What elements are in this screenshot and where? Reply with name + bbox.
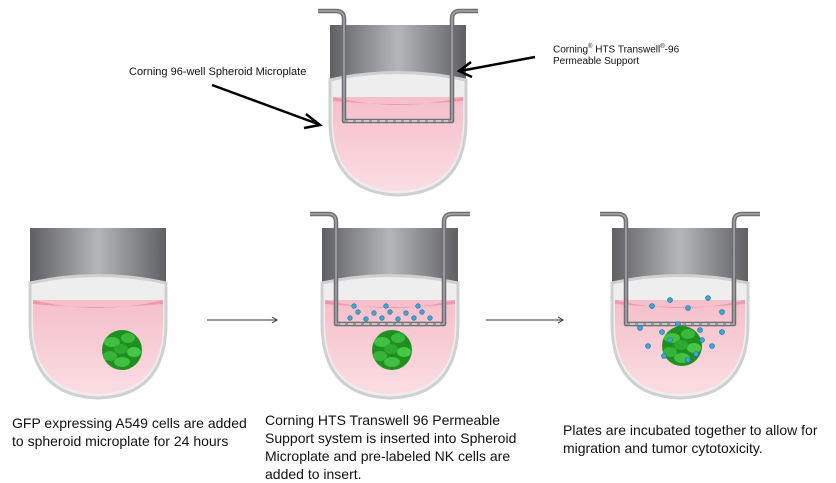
nk-cells xyxy=(347,303,433,322)
well-step-2 xyxy=(310,214,470,400)
nk-cells-migrated xyxy=(637,295,725,363)
registered-mark: ® xyxy=(588,44,593,50)
arrow-to-microplate xyxy=(211,83,323,130)
step-1-caption: GFP expressing A549 cells are added to s… xyxy=(12,415,247,449)
transwell-label-line2: Permeable Support xyxy=(553,56,640,68)
microplate-label: Corning 96-well Spheroid Microplate xyxy=(129,66,307,78)
transwell-label-format: -96 xyxy=(664,44,680,56)
well-with-insert-top xyxy=(318,11,478,197)
arrow-to-transwell xyxy=(456,55,536,79)
transwell-label-product: HTS Transwell xyxy=(592,44,661,56)
arrow-step-1-to-2 xyxy=(207,316,278,324)
well-step-3 xyxy=(600,214,760,400)
step-3-caption: Plates are incubated together to allow f… xyxy=(563,422,818,456)
arrow-step-2-to-3 xyxy=(486,316,564,324)
transwell-label: Corning® HTS Transwell®-96 Permeable Sup… xyxy=(553,41,679,68)
step-2-caption: Corning HTS Transwell 96 Permeable Suppo… xyxy=(265,412,517,482)
registered-mark: ® xyxy=(660,44,665,50)
well-step-1 xyxy=(28,226,168,400)
transwell-label-brand: Corning xyxy=(553,44,589,56)
